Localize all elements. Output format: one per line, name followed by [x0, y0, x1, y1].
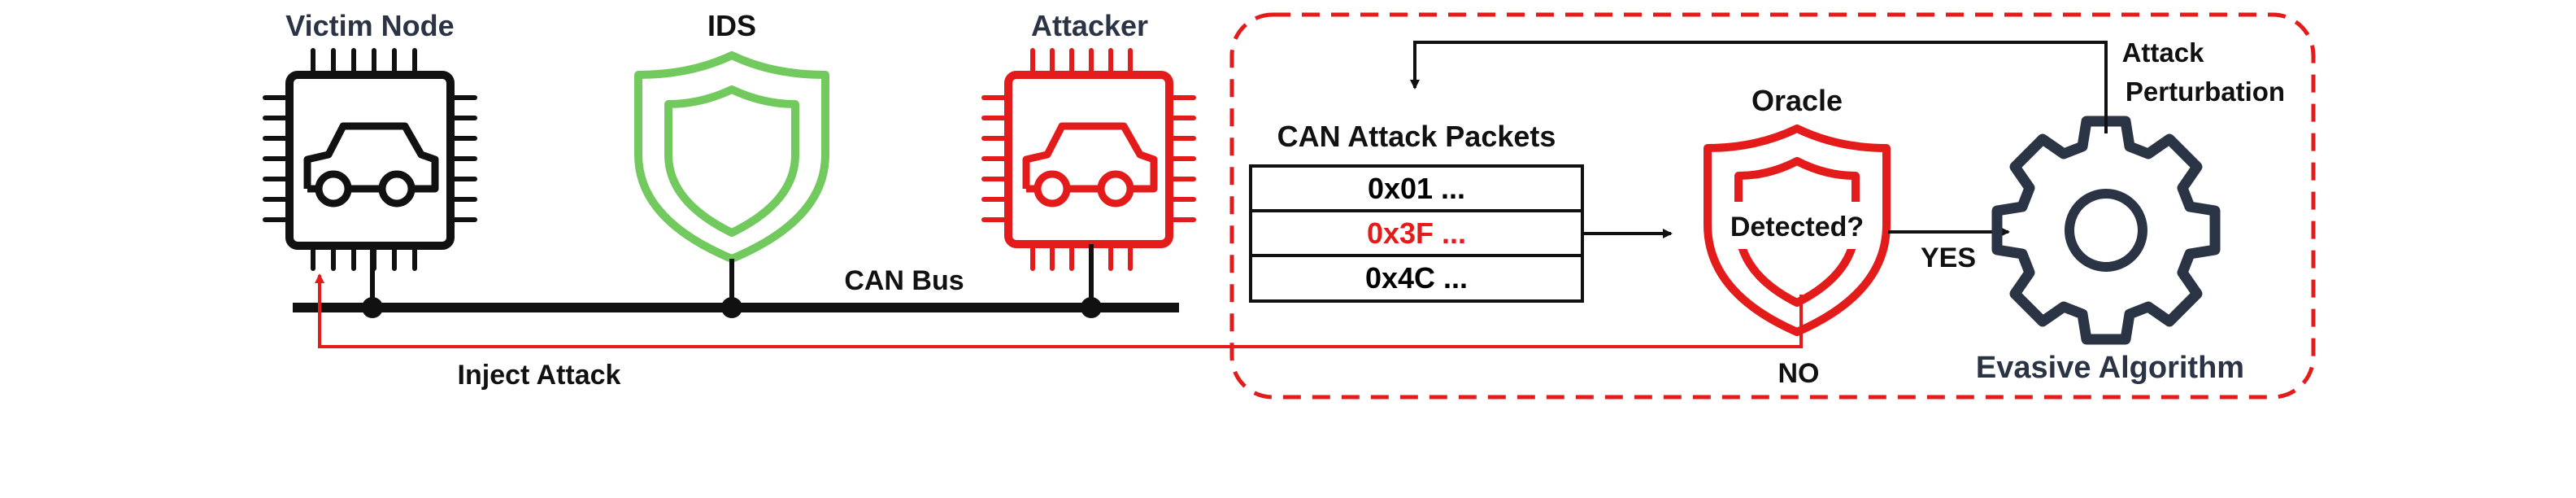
- ids-label: IDS: [707, 9, 756, 42]
- victim-car-icon: [303, 122, 439, 208]
- oracle-label-mask: [1716, 202, 1878, 249]
- attacker-label: Attacker: [1031, 9, 1148, 42]
- attacker-car-icon: [1022, 122, 1158, 208]
- gear-icon: [1991, 116, 2221, 345]
- evasive-algorithm-label: Evasive Algorithm: [1976, 351, 2244, 385]
- evasion-boundary: [1229, 12, 2316, 400]
- oracle-title: Oracle: [1751, 84, 1843, 117]
- attacker-chip-icon: [981, 48, 1196, 271]
- packet-row-2: 0x4C ...: [1365, 261, 1468, 295]
- ids-shield-icon: [634, 51, 829, 263]
- oracle-shield-icon: [1704, 124, 1891, 336]
- inject-attack-arrow: [315, 273, 1803, 348]
- packet-row-1: 0x3F ...: [1367, 216, 1466, 250]
- can-bus-label: CAN Bus: [844, 265, 964, 296]
- packet-table: [1249, 164, 1584, 303]
- inject-attack-label: Inject Attack: [458, 360, 621, 391]
- perturbation-label-line2: Perturbation: [2126, 76, 2285, 107]
- victim-chip-icon: [263, 48, 477, 271]
- no-label: NO: [1778, 358, 1820, 389]
- perturbation-label-line1: Attack: [2122, 37, 2205, 68]
- yes-label: YES: [1921, 242, 1976, 273]
- perturbation-arrow: [1410, 41, 2108, 133]
- can-bus-line: [293, 244, 1179, 318]
- oracle-question: Detected?: [1730, 212, 1864, 242]
- packet-row-0: 0x01 ...: [1368, 172, 1465, 205]
- victim-node-label: Victim Node: [285, 9, 454, 42]
- packets-title: CAN Attack Packets: [1277, 120, 1556, 153]
